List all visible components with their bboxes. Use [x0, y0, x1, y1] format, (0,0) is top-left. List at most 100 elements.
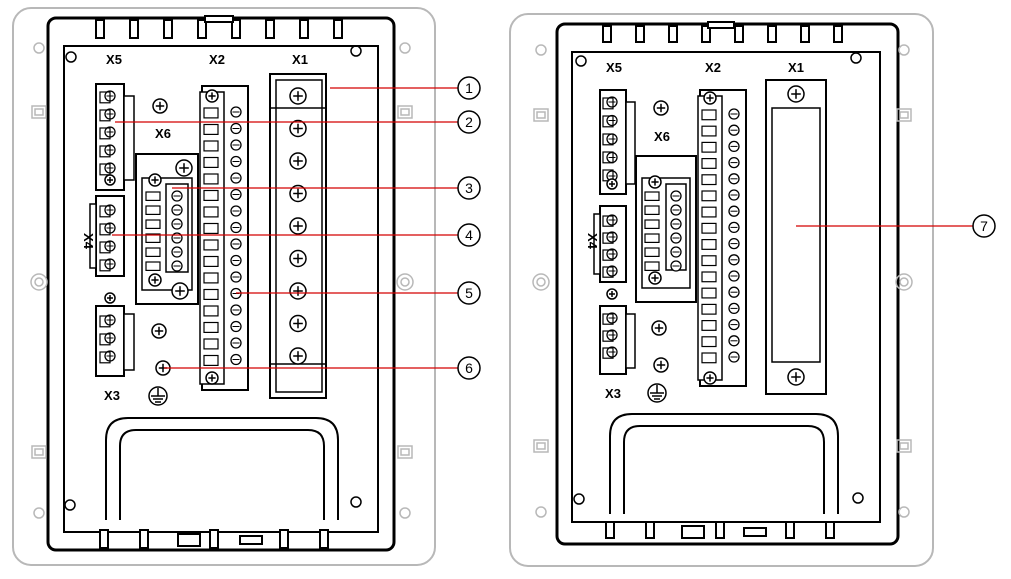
mounting-hole-icon [573, 493, 585, 505]
right-top-tabs [602, 21, 843, 43]
screw-icon [148, 273, 162, 287]
terminal-pin [606, 312, 618, 324]
terminal-pin [171, 260, 183, 272]
terminal-slot [203, 288, 219, 300]
terminal-pin [728, 124, 740, 136]
left-mounting-holes [64, 45, 362, 511]
terminal-pin [728, 221, 740, 234]
terminal-slot [203, 239, 219, 251]
terminal-pin [728, 318, 740, 331]
callout-leaders-left [112, 87, 459, 369]
left-handle-recess [105, 417, 339, 520]
mounting-clip-icon [533, 108, 549, 122]
terminal-slot [701, 255, 717, 267]
terminal-pin [728, 237, 740, 250]
label-x1-left: X1 [292, 52, 308, 67]
terminal-slot [203, 156, 219, 168]
mounting-clip-icon [533, 439, 549, 453]
terminal-pin [171, 218, 183, 230]
x6-terminal-block-left [135, 153, 199, 305]
terminal-pin [171, 190, 183, 202]
left-terminal-details [99, 87, 307, 385]
terminal-pin [670, 204, 682, 216]
terminal-slot [99, 145, 111, 158]
mounting-clip-icon [31, 105, 47, 119]
label-x2-left: X2 [209, 52, 225, 67]
terminal-pin [230, 320, 242, 333]
terminal-slot [701, 190, 717, 202]
screw-icon [651, 320, 667, 336]
screw-icon [289, 347, 307, 365]
terminal-slot [145, 205, 161, 215]
terminal-pin [728, 335, 740, 347]
label-x3-right: X3 [605, 386, 621, 401]
mounting-hole-icon [64, 499, 76, 511]
screw-icon [104, 292, 116, 304]
terminal-slot [99, 91, 111, 104]
mounting-hole-icon [350, 496, 362, 508]
terminal-slot [602, 133, 614, 146]
terminal-pin [728, 286, 740, 298]
terminal-pin [230, 188, 242, 201]
right-outer-frame [509, 13, 934, 567]
screw-icon [653, 100, 669, 116]
terminal-slot [203, 140, 219, 152]
terminal-slot [99, 241, 111, 254]
terminal-slot [145, 233, 161, 243]
screw-icon [151, 323, 167, 339]
terminal-slot [203, 206, 219, 218]
terminal-slot [701, 320, 717, 331]
mounting-hole-icon [575, 55, 587, 67]
terminal-slot [99, 223, 111, 236]
left-top-tabs [95, 15, 343, 39]
terminal-pin [230, 106, 242, 118]
terminal-slot [701, 141, 717, 153]
x5-terminal-block-left [95, 83, 135, 191]
terminal-slot [701, 158, 717, 169]
terminal-pin [606, 329, 618, 341]
callout-number-7: 7 [980, 218, 988, 234]
screw-icon [289, 152, 307, 170]
terminal-slot [701, 109, 717, 121]
screw-icon [205, 371, 219, 385]
callout-number-4: 4 [465, 227, 473, 243]
terminal-pin [606, 170, 618, 182]
terminal-slot [602, 249, 614, 261]
x5-terminal-block-right [599, 89, 636, 195]
mounting-clip-icon [397, 445, 413, 459]
terminal-slot [99, 315, 111, 328]
terminal-slot [701, 222, 717, 234]
terminal-pin [670, 190, 682, 202]
terminal-pin [230, 271, 242, 283]
terminal-slot [203, 107, 219, 119]
terminal-pin [230, 238, 242, 250]
terminal-pin [728, 351, 740, 363]
mounting-clip-icon [896, 108, 912, 122]
mounting-clip-icon [896, 439, 912, 453]
callout-number-5: 5 [465, 285, 473, 301]
label-x6-right: X6 [654, 129, 670, 144]
terminal-pin [728, 254, 740, 266]
terminal-pin [171, 204, 183, 216]
screw-icon [104, 174, 116, 186]
label-x6-left: X6 [155, 126, 171, 141]
callout-number-3: 3 [465, 180, 473, 196]
terminal-slot [145, 261, 161, 271]
screw-icon [175, 159, 193, 177]
terminal-slot [99, 205, 111, 218]
screw-icon [289, 184, 307, 203]
screw-icon [289, 314, 307, 333]
terminal-slot [203, 189, 219, 201]
terminal-pin [728, 205, 740, 217]
terminal-slot [203, 321, 219, 333]
terminal-slot [145, 191, 161, 201]
terminal-slot [203, 305, 219, 317]
terminal-slot [602, 115, 614, 128]
screw-icon [653, 357, 669, 373]
mounting-hole-icon [65, 51, 77, 63]
label-x1-right: X1 [788, 60, 804, 75]
screw-icon [152, 98, 168, 114]
terminal-slot [701, 287, 717, 299]
